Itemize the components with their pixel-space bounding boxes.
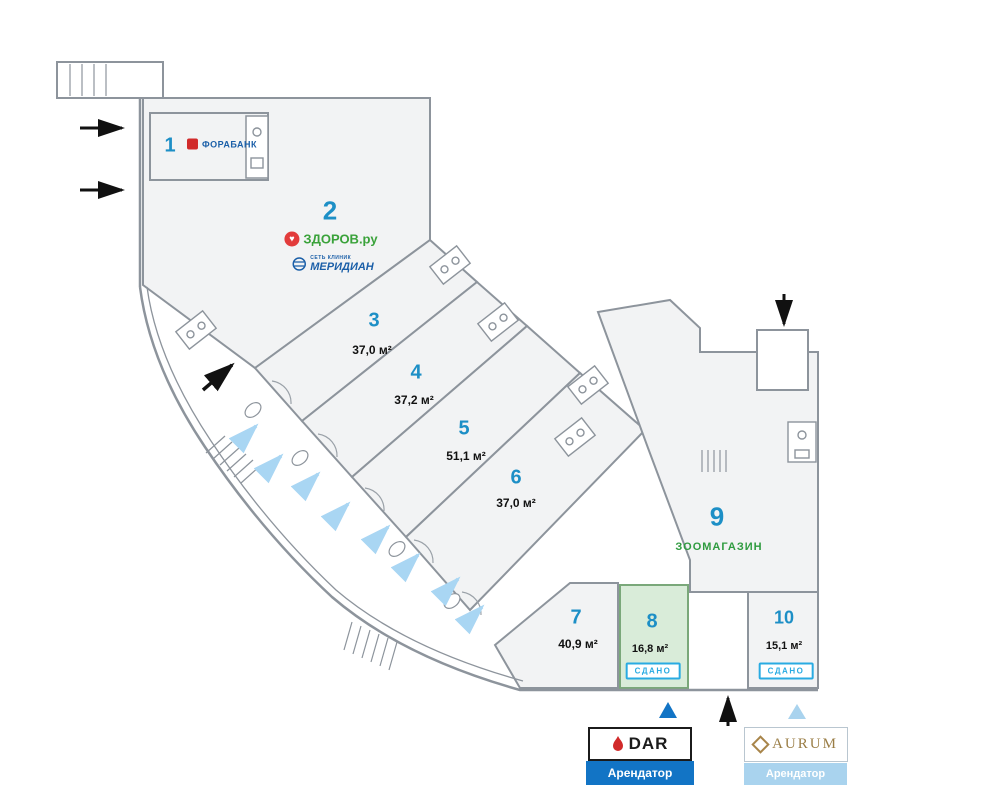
unit-7-shape	[493, 582, 619, 689]
unit-10-status-badge: СДАНО	[758, 662, 814, 680]
forabank-logo-text: ФОРАБАНК	[201, 139, 258, 149]
unit-3-number: 3	[368, 309, 380, 332]
flow-arrows	[228, 423, 485, 635]
zdorov-logo: ♥ ЗДОРОВ.ру	[284, 231, 378, 247]
forabank-logo: ФОРАБАНК	[186, 138, 258, 150]
stair-shaft	[56, 61, 164, 99]
unit-3-area: 37,0 м²	[352, 343, 392, 357]
aurum-logo-text: AURUM	[772, 736, 838, 752]
unit-2-number: 2	[322, 195, 338, 226]
entrance-arrows	[80, 119, 793, 726]
meridian-logo: СЕТЬ КЛИНИК МЕРИДИАН	[292, 255, 374, 273]
unit-8-number: 8	[646, 610, 658, 633]
aurum-pointer-triangle	[788, 704, 806, 719]
facade-walls	[138, 98, 818, 692]
unit-1-number: 1	[164, 134, 176, 157]
meridian-logo-icon	[292, 257, 306, 271]
meridian-logo-text: СЕТЬ КЛИНИК МЕРИДИАН	[310, 255, 374, 273]
unit-10-area: 15,1 м²	[765, 640, 803, 652]
zdorov-logo-text: ЗДОРОВ.ру	[303, 231, 378, 247]
unit-4-area: 37,2 м²	[394, 393, 434, 407]
unit-10-number: 10	[773, 607, 795, 628]
aurum-tenant-logo-box: AURUM	[744, 727, 848, 762]
entrance-arrow-corridor	[201, 362, 235, 392]
unit-shapes	[142, 97, 819, 689]
unit-8-status-wrap: СДАНО	[625, 661, 681, 680]
nda-pointer-triangle	[659, 702, 677, 718]
diamond-icon	[751, 735, 770, 754]
meridian-name: МЕРИДИАН	[310, 261, 374, 273]
unit-6-number: 6	[510, 466, 522, 489]
flame-icon	[612, 736, 623, 751]
unit-9-number: 9	[709, 501, 725, 532]
forabank-logo-icon	[186, 138, 198, 150]
unit-10-status-wrap: СДАНО	[758, 661, 814, 680]
unit-6-area: 37,0 м²	[496, 496, 536, 510]
unit-7-number: 7	[570, 606, 582, 629]
nda-tenant-logo-box: DAR	[588, 727, 692, 761]
nda-logo-text: DAR	[628, 734, 669, 753]
unit-8-status-badge: СДАНО	[625, 662, 681, 680]
unit-5-number: 5	[458, 417, 470, 440]
unit-9-tenant: ЗООМАГАЗИН	[675, 541, 763, 553]
restroom-cubicles	[174, 127, 817, 463]
unit-5-area: 51,1 м²	[446, 449, 486, 463]
aurum-tenant-banner: Арендатор	[744, 763, 847, 785]
unit-8-area: 16,8 м²	[631, 643, 669, 655]
meridian-subtitle: СЕТЬ КЛИНИК	[310, 255, 352, 261]
unit-4-number: 4	[410, 361, 422, 384]
unit-7-area: 40,9 м²	[558, 637, 598, 651]
heart-icon: ♥	[284, 231, 300, 247]
nda-tenant-banner: Арендатор	[586, 761, 694, 785]
